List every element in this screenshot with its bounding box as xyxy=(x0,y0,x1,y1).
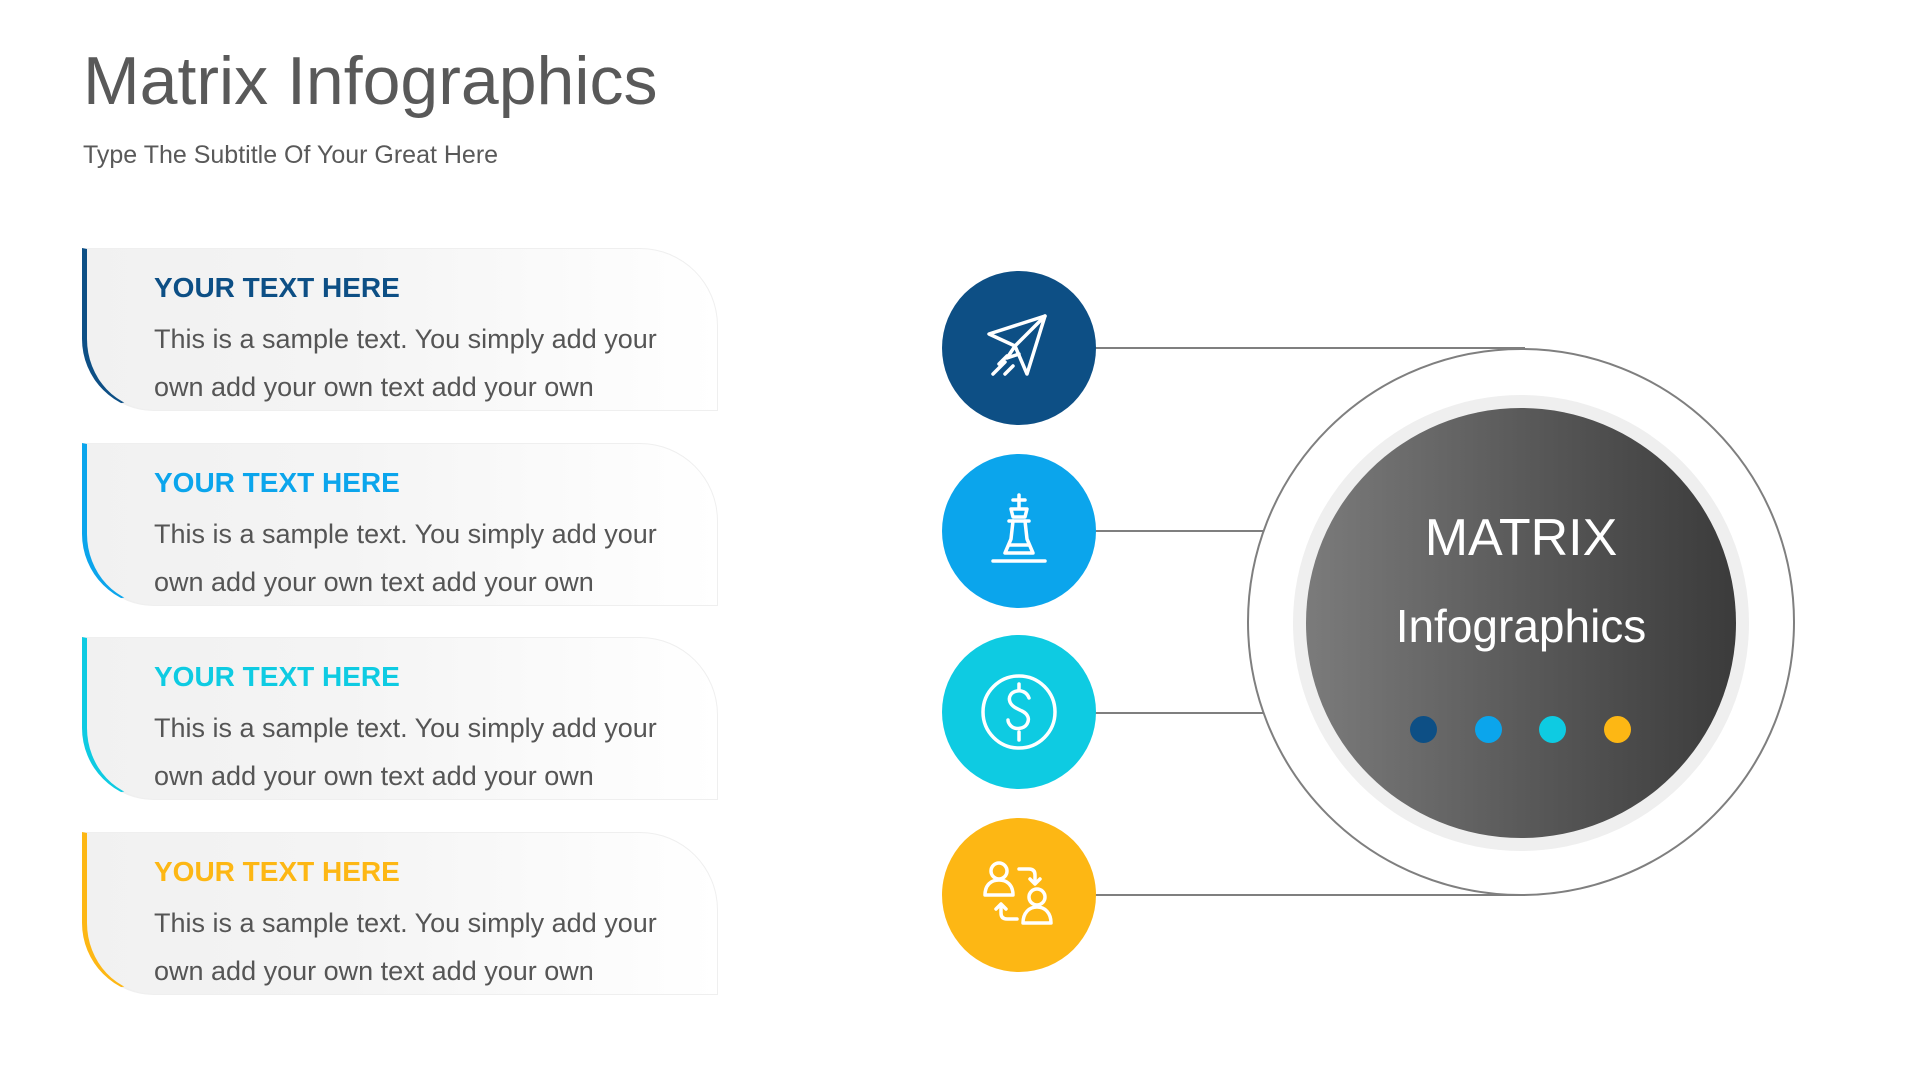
card-heading: YOUR TEXT HERE xyxy=(154,661,400,692)
card-heading: YOUR TEXT HERE xyxy=(154,272,400,303)
card-heading: YOUR TEXT HERE xyxy=(154,467,400,498)
color-dot-2 xyxy=(1475,716,1502,743)
card-heading: YOUR TEXT HERE xyxy=(154,856,400,887)
icon-circle-4 xyxy=(942,818,1096,972)
color-dot-3 xyxy=(1539,716,1566,743)
text-card-2: YOUR TEXT HERE This is a sample text. Yo… xyxy=(82,443,718,606)
color-dot-1 xyxy=(1410,716,1437,743)
text-card-3: YOUR TEXT HERE This is a sample text. Yo… xyxy=(82,637,718,800)
color-dot-4 xyxy=(1604,716,1631,743)
icon-circle-1 xyxy=(942,271,1096,425)
center-circle: MATRIX Infographics xyxy=(1306,408,1736,838)
connector-line-4-overlay xyxy=(1095,894,1523,896)
center-subtitle: Infographics xyxy=(1395,600,1647,652)
user-exchange-icon xyxy=(983,861,1053,925)
chess-king-icon xyxy=(991,493,1047,563)
card-body: This is a sample text. You simply add yo… xyxy=(154,324,657,402)
connector-line-2 xyxy=(1095,530,1275,532)
page-title: Matrix Infographics xyxy=(83,43,658,119)
icon-circle-3 xyxy=(942,635,1096,789)
card-body: This is a sample text. You simply add yo… xyxy=(154,908,657,986)
page-subtitle: Type The Subtitle Of Your Great Here xyxy=(83,141,499,169)
icon-circle-2 xyxy=(942,454,1096,608)
dollar-coin-icon xyxy=(981,674,1057,750)
paper-plane-icon xyxy=(987,314,1047,376)
card-body: This is a sample text. You simply add yo… xyxy=(154,713,657,791)
connector-line-3 xyxy=(1095,712,1275,714)
text-card-4: YOUR TEXT HERE This is a sample text. Yo… xyxy=(82,832,718,995)
connector-line-1-overlay xyxy=(1095,347,1523,349)
card-body: This is a sample text. You simply add yo… xyxy=(154,519,657,597)
center-title: MATRIX xyxy=(1424,509,1618,567)
text-card-1: YOUR TEXT HERE This is a sample text. Yo… xyxy=(82,248,718,411)
